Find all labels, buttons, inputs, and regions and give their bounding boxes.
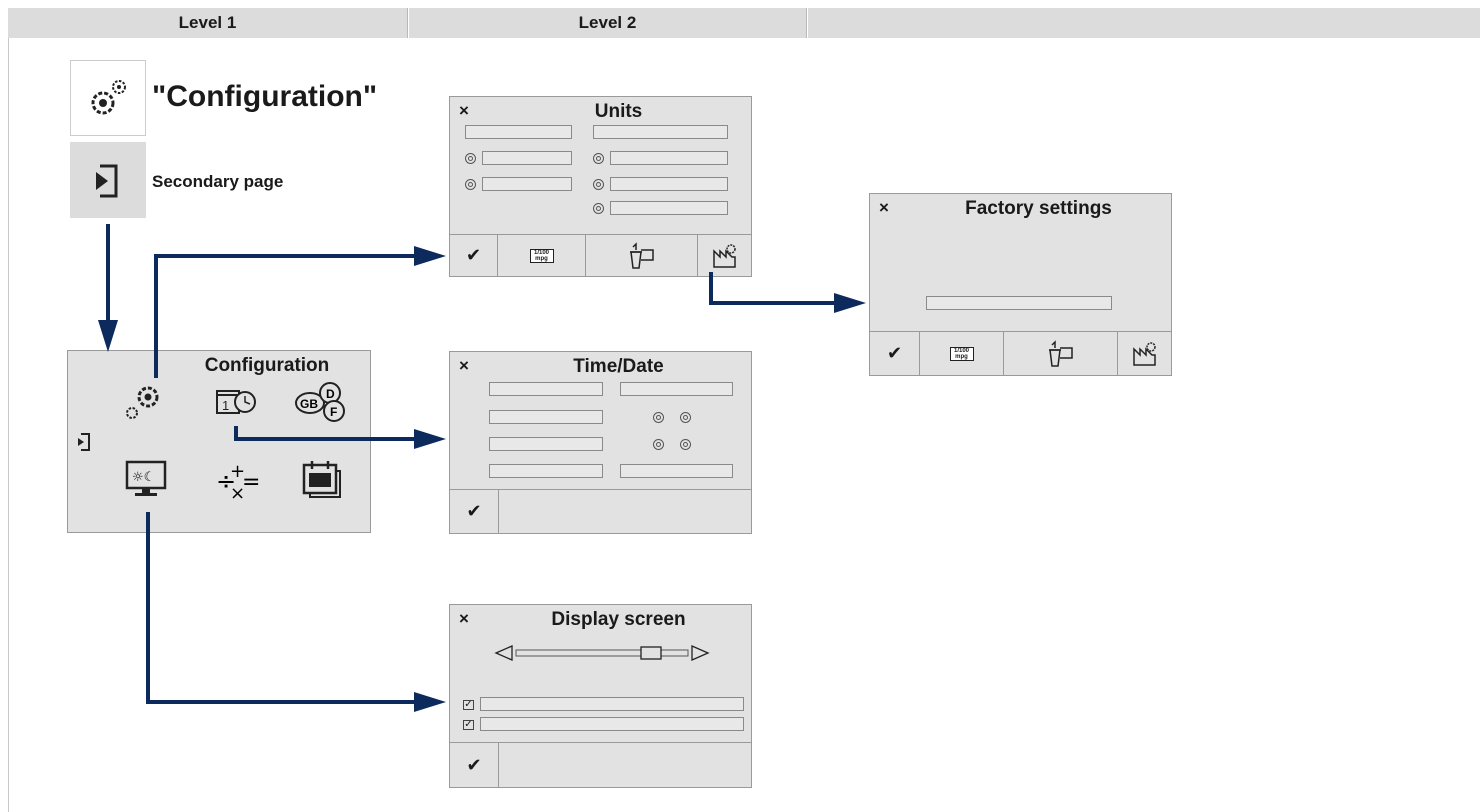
svg-text:=: = — [242, 470, 260, 495]
svg-text:÷: ÷ — [216, 467, 236, 495]
arrowhead — [414, 692, 446, 712]
confirm-button[interactable]: ✔ — [450, 235, 498, 276]
date-field[interactable] — [489, 464, 603, 478]
calendar-icon[interactable] — [300, 457, 346, 499]
date-field[interactable] — [489, 382, 603, 396]
radio-button[interactable] — [593, 179, 604, 190]
header-level-3 — [808, 8, 1480, 38]
date-field[interactable] — [489, 437, 603, 451]
display-screen-title: Display screen — [551, 609, 686, 630]
units-field — [482, 177, 572, 191]
display-screen-panel: × Display screen ✓ ✓ ✔ — [449, 604, 752, 788]
svg-text:F: F — [330, 405, 337, 419]
brightness-slider[interactable] — [494, 641, 710, 665]
config-icon-tile[interactable] — [70, 60, 146, 136]
radio-button[interactable] — [465, 153, 476, 164]
factory-field — [926, 296, 1112, 310]
gears-icon — [91, 80, 126, 115]
display-footer: ✔ — [450, 742, 751, 787]
secondary-page-label: Secondary page — [152, 172, 284, 191]
units-field — [610, 177, 728, 191]
secondary-page-icon[interactable] — [74, 431, 94, 453]
checkmark-icon: ✔ — [466, 754, 482, 775]
date-field[interactable] — [489, 410, 603, 424]
units-field — [610, 201, 728, 215]
factory-settings-title: Factory settings — [965, 198, 1112, 219]
reset-button[interactable] — [586, 235, 698, 276]
svg-text:GB: GB — [300, 397, 318, 411]
config-title: "Configuration" — [152, 80, 378, 113]
arrow-config-to-display — [146, 512, 416, 704]
svg-text:1: 1 — [222, 398, 229, 413]
confirm-button[interactable]: ✔ — [870, 332, 920, 375]
display-field — [480, 717, 744, 731]
time-date-footer: ✔ — [450, 489, 751, 533]
checkmark-icon: ✔ — [886, 343, 903, 363]
close-icon[interactable]: × — [879, 198, 889, 217]
units-field — [610, 151, 728, 165]
header-level-1: Level 1 — [8, 8, 408, 38]
close-icon[interactable]: × — [459, 101, 469, 120]
date-field[interactable] — [620, 464, 733, 478]
checkmark-icon: ✔ — [465, 245, 482, 265]
checkbox[interactable]: ✓ — [463, 719, 474, 730]
frame-left-border — [8, 38, 9, 812]
configuration-panel: Configuration 1 GB D F ☼☾ ÷ + × = — [67, 350, 371, 533]
units-title: Units — [594, 101, 643, 122]
language-icon[interactable]: GB D F — [290, 379, 354, 423]
checkmark-icon: ✔ — [466, 501, 482, 521]
radio-button[interactable] — [653, 412, 664, 423]
units-field — [593, 125, 728, 139]
header-level-2: Level 2 — [409, 8, 807, 38]
configuration-panel-title: Configuration — [204, 355, 330, 376]
svg-text:D: D — [326, 387, 335, 401]
reset-button[interactable] — [1004, 332, 1118, 375]
close-icon[interactable]: × — [459, 609, 469, 628]
radio-button[interactable] — [593, 203, 604, 214]
trash-folder-icon — [629, 241, 654, 269]
display-field — [480, 697, 744, 711]
arrowhead — [834, 293, 866, 313]
time-date-panel: × Time/Date ✔ — [449, 351, 752, 534]
factory-settings-button[interactable] — [698, 235, 752, 276]
units-field — [482, 151, 572, 165]
svg-text:+: + — [230, 461, 245, 482]
checkbox[interactable]: ✓ — [463, 699, 474, 710]
arrowhead — [414, 246, 446, 266]
secondary-page-tile[interactable] — [70, 142, 146, 218]
confirm-button[interactable]: ✔ — [450, 743, 499, 787]
radio-button[interactable] — [653, 439, 664, 450]
svg-text:☼☾: ☼☾ — [132, 470, 155, 485]
secondary-page-icon — [96, 164, 118, 198]
close-icon[interactable]: × — [459, 356, 469, 375]
trash-folder-icon — [1048, 339, 1073, 367]
arrowhead — [98, 320, 118, 352]
gears-icon[interactable] — [120, 381, 168, 423]
date-field[interactable] — [620, 382, 733, 396]
radio-button[interactable] — [465, 179, 476, 190]
svg-text:×: × — [230, 483, 245, 501]
factory-icon — [713, 243, 736, 268]
confirm-button[interactable]: ✔ — [450, 490, 499, 533]
units-field — [465, 125, 572, 139]
calendar-clock-icon[interactable]: 1 — [213, 385, 261, 419]
arrowhead — [414, 429, 446, 449]
radio-button[interactable] — [680, 439, 691, 450]
display-day-night-icon[interactable]: ☼☾ — [123, 459, 169, 499]
time-date-title: Time/Date — [573, 356, 664, 377]
calculator-icon[interactable]: ÷ + × = — [210, 457, 264, 501]
factory-settings-button[interactable] — [1118, 332, 1172, 375]
radio-button[interactable] — [680, 412, 691, 423]
factory-icon — [1133, 341, 1156, 366]
radio-button[interactable] — [593, 153, 604, 164]
